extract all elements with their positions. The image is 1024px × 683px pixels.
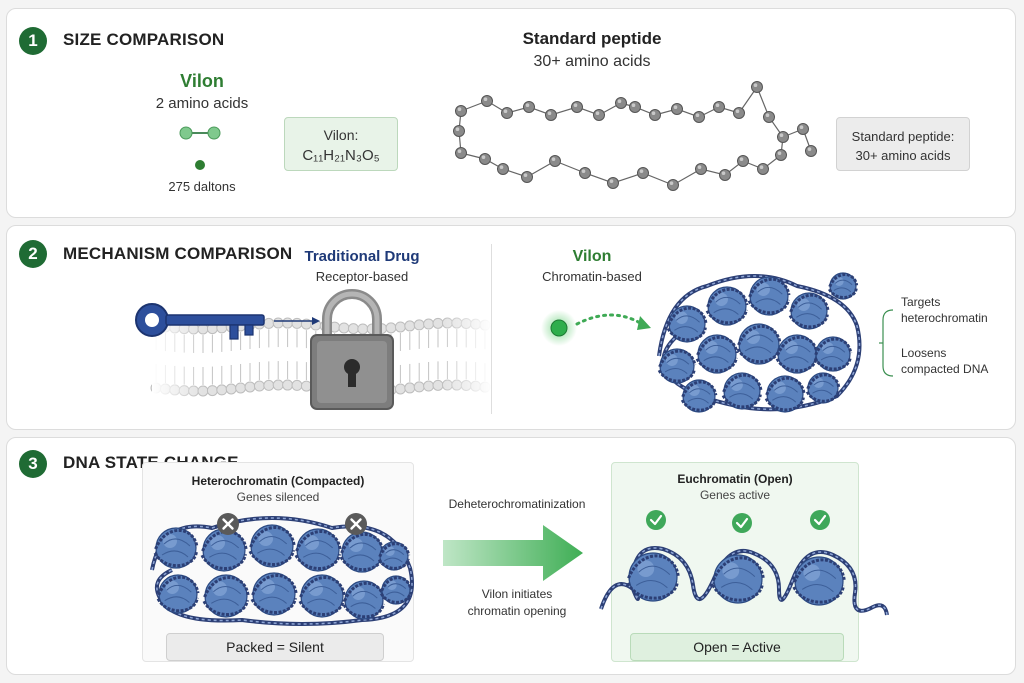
dna-state-panel: 3 DNA STATE CHANGE Heterochromatin (Comp…	[6, 437, 1016, 675]
peptide-box-line1: Standard peptide:	[851, 129, 955, 144]
active-check-icon-1	[646, 510, 666, 530]
vilon-dotted-arrow-icon	[541, 310, 651, 346]
section-title-mechanism: MECHANISM COMPARISON	[63, 244, 293, 263]
vilon-mechanism-title: Vilon	[572, 248, 612, 265]
process-note: Vilon initiates chromatin opening	[447, 586, 587, 620]
eu-subtitle: Genes active	[699, 488, 771, 502]
silenced-x-icon-2	[345, 513, 367, 535]
formula-text: C₁₁H₂₁N₃O₅	[302, 147, 380, 164]
peptide-chain-icon	[453, 81, 817, 191]
padlock-icon	[310, 289, 394, 410]
peptide-amino-count: 30+ amino acids	[533, 53, 651, 70]
process-arrow-icon	[443, 525, 583, 581]
section-title-size: SIZE COMPARISON	[63, 30, 225, 49]
note-targets-line1: Targets	[901, 295, 941, 309]
section-number-3: 3	[19, 450, 47, 478]
vilon-formula-box: Vilon: C₁₁H₂₁N₃O₅	[284, 117, 398, 171]
active-check-icon-2	[732, 513, 752, 533]
mechanism-comparison-panel: 2 MECHANISM COMPARISON Traditional Drug …	[6, 225, 1016, 430]
vilon-mechanism-label: Chromatin-based	[542, 269, 642, 284]
key-icon	[135, 303, 265, 340]
heterochromatin-cluster-icon	[150, 516, 414, 626]
peptide-box-line2: 30+ amino acids	[855, 148, 951, 163]
section-number-1: 1	[19, 27, 47, 55]
hetero-subtitle: Genes silenced	[236, 490, 320, 504]
section-number-2: 2	[19, 240, 47, 268]
process-note-line2: chromatin opening	[467, 604, 567, 618]
mechanism-divider	[491, 244, 492, 414]
note-targets-line2: heterochromatin	[901, 311, 988, 325]
note-loosens-line2: compacted DNA	[901, 362, 989, 376]
key-arrow-icon	[274, 317, 320, 325]
vilon-molecule-icon	[179, 126, 221, 170]
euchromatin-strand-icon	[599, 546, 889, 616]
drug-title: Traditional Drug	[304, 248, 420, 265]
packed-silent-label: Packed = Silent	[166, 633, 384, 661]
peptide-title: Standard peptide	[522, 29, 662, 48]
process-note-line1: Vilon initiates	[481, 587, 553, 601]
hetero-title: Heterochromatin (Compacted)	[191, 474, 365, 488]
vilon-weight: 275 daltons	[168, 179, 236, 194]
drug-mechanism: Receptor-based	[315, 269, 409, 284]
peptide-info-box: Standard peptide: 30+ amino acids	[836, 117, 970, 171]
silenced-x-icon-1	[217, 513, 239, 535]
size-comparison-panel: 1 SIZE COMPARISON Vilon 2 amino acids 27…	[6, 8, 1016, 218]
note-loosens: Loosens compacted DNA	[901, 345, 988, 377]
open-active-label: Open = Active	[630, 633, 844, 661]
active-check-icon-3	[810, 510, 830, 530]
note-loosens-line1: Loosens	[901, 346, 947, 360]
process-label: Deheterochromatinization	[448, 497, 586, 511]
vilon-title: Vilon	[180, 71, 224, 91]
vilon-amino-count: 2 amino acids	[155, 95, 249, 112]
annotation-bracket	[879, 309, 894, 377]
note-targets: Targets heterochromatin	[901, 294, 988, 326]
chromatin-cluster-icon	[657, 272, 862, 413]
eu-title: Euchromatin (Open)	[677, 472, 793, 486]
formula-label: Vilon:	[323, 127, 359, 143]
